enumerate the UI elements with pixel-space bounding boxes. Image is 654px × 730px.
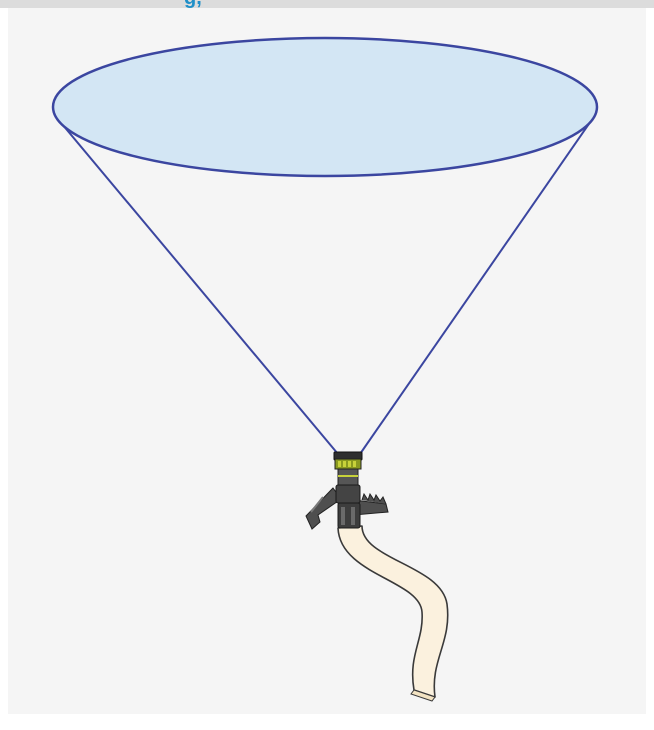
spray-cone [51, 36, 599, 455]
fire-hose-icon [337, 525, 449, 702]
header-title-fragment: g, [184, 0, 202, 8]
fire-hose-nozzle-icon [305, 451, 389, 530]
header-bar: g, [0, 0, 654, 8]
hose-body [337, 525, 449, 698]
spray-pattern-ellipse [51, 36, 599, 178]
spray-cone-right-edge [359, 117, 594, 455]
spray-cone-left-edge [56, 117, 339, 455]
hose-end-cap [410, 689, 436, 702]
nozzle-valve-body [335, 484, 361, 504]
